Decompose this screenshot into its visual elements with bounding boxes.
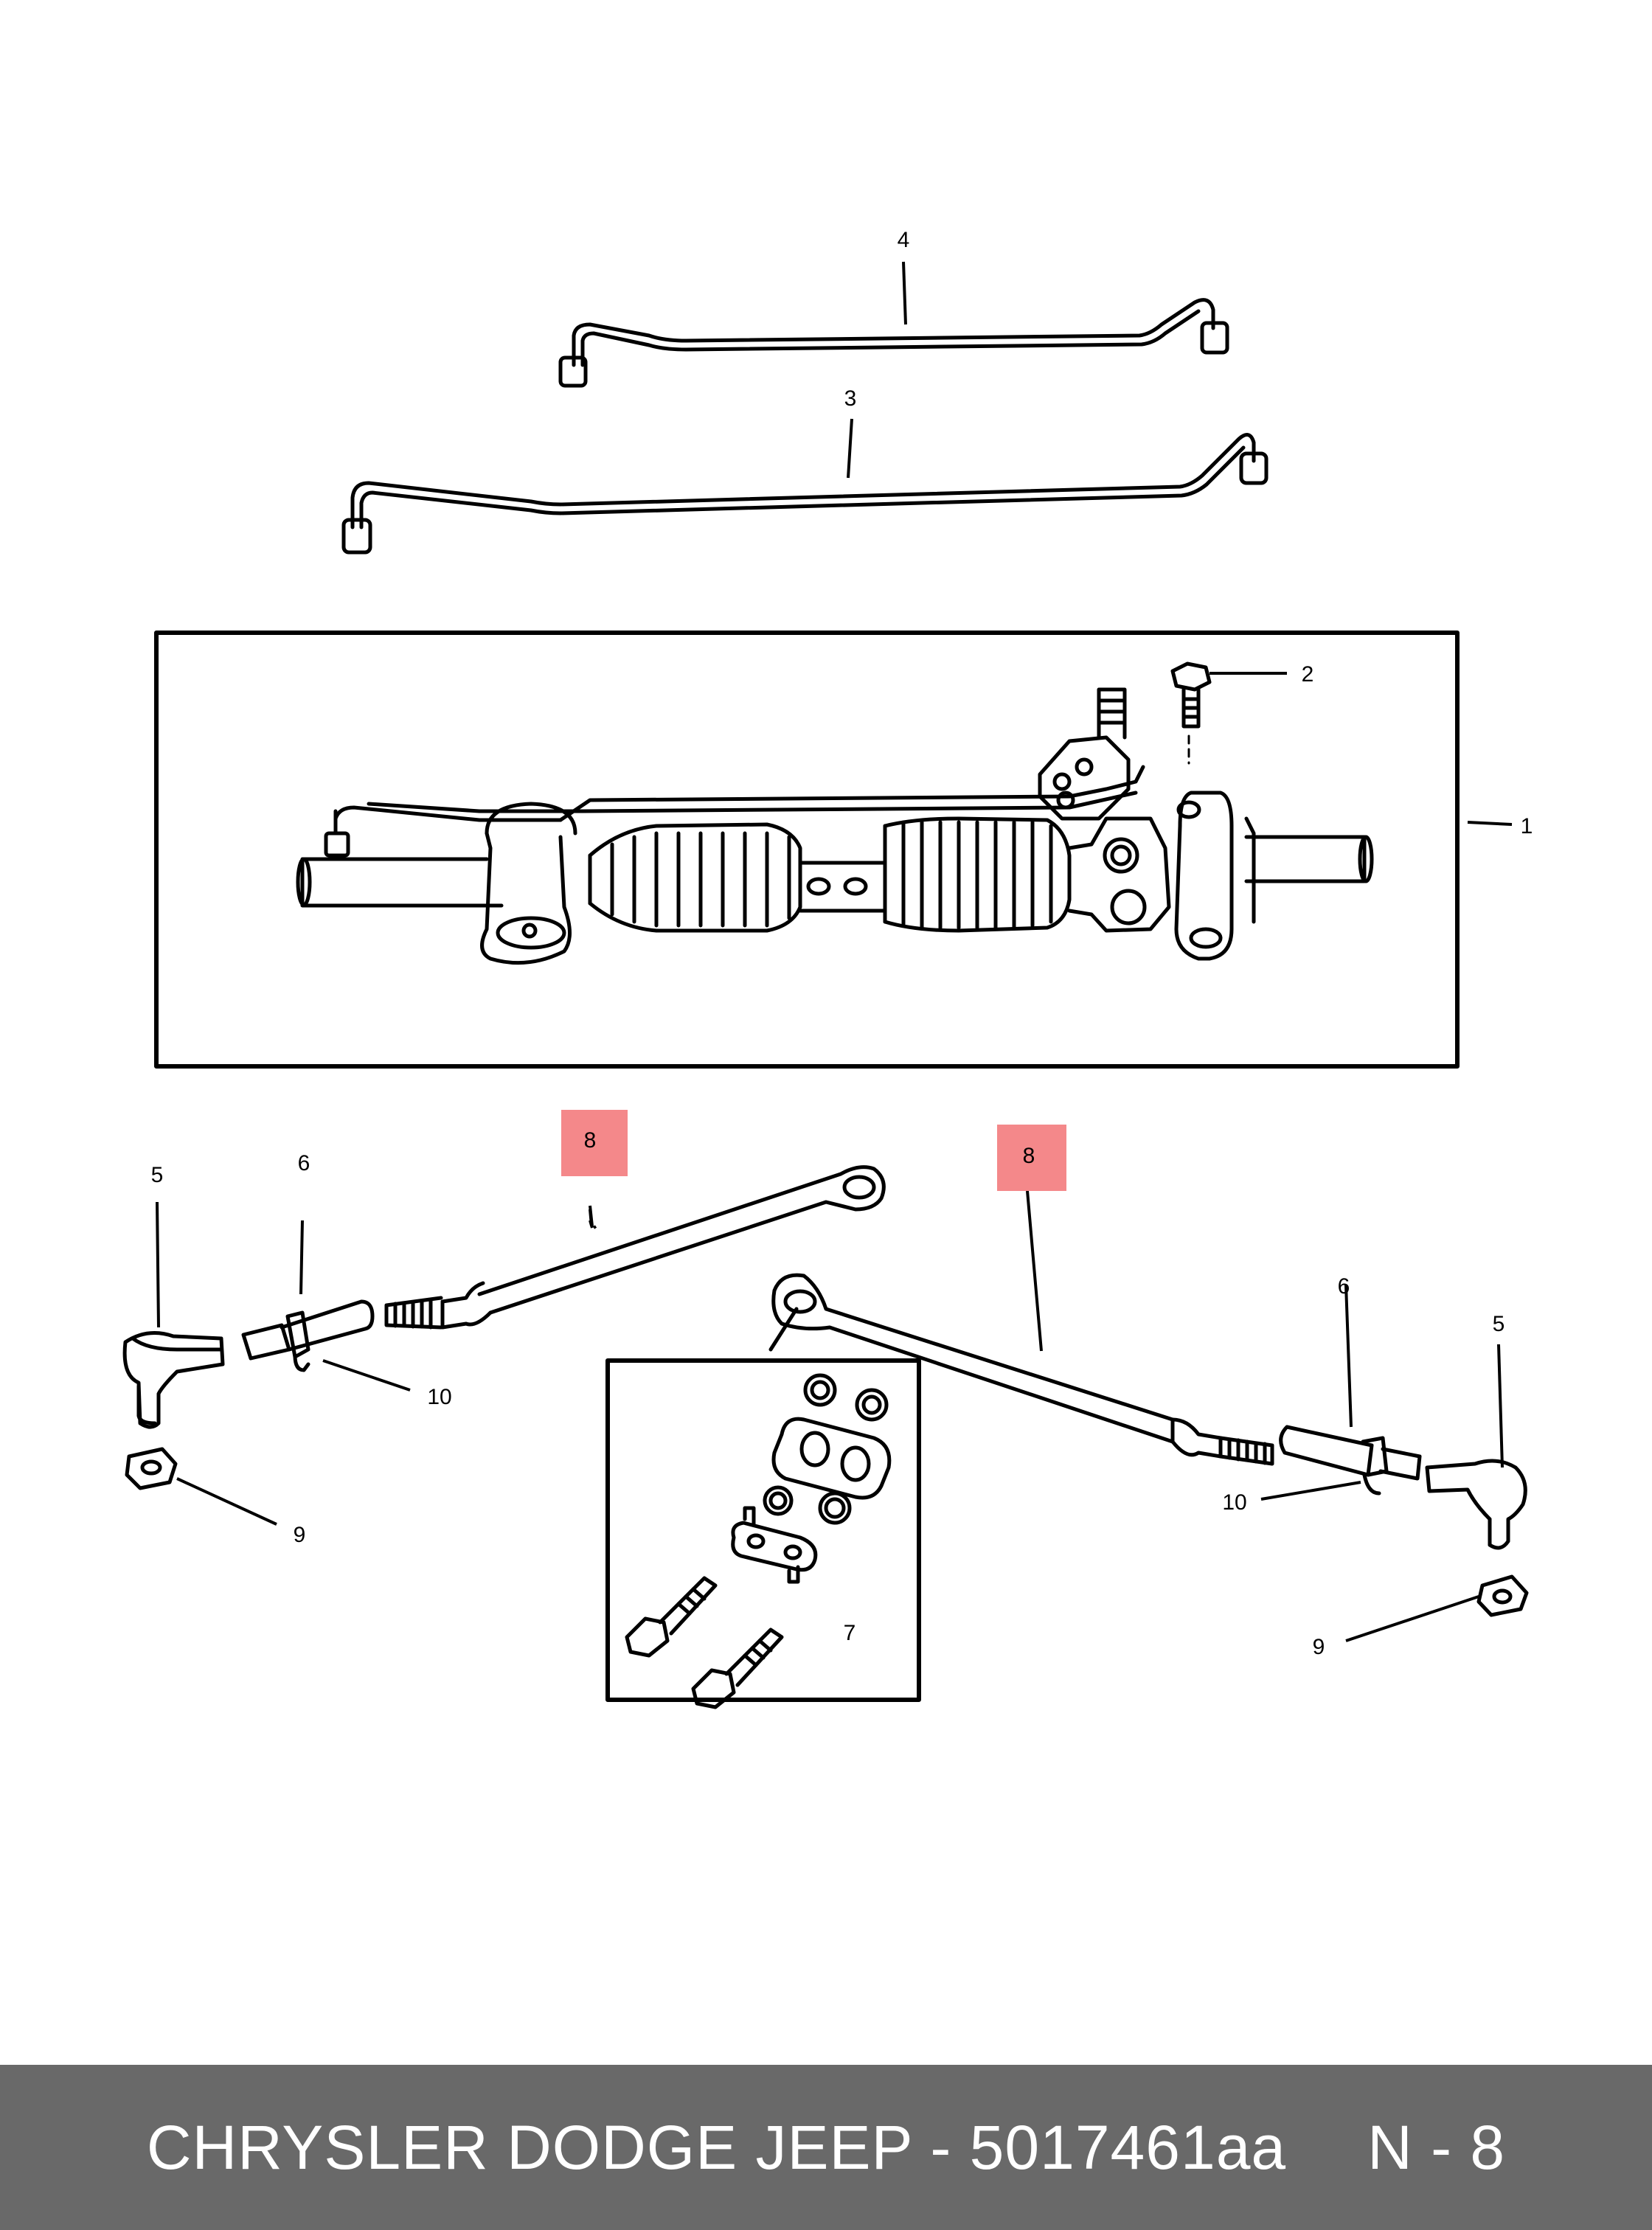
adjusting-sleeve-left <box>241 1299 375 1372</box>
pressure-line-upper <box>558 298 1229 388</box>
footer-part-text: CHRYSLER DODGE JEEP - 5017461aa <box>146 2112 1287 2182</box>
callout-10-left: 10 <box>427 1385 451 1409</box>
nut-right <box>1476 1574 1529 1617</box>
callout-1: 1 <box>1521 814 1533 838</box>
tie-rod-left <box>384 1165 886 1330</box>
callout-7: 7 <box>844 1621 856 1645</box>
callout-4: 4 <box>898 228 910 252</box>
steering-gear <box>296 687 1374 965</box>
highlight-box-left <box>561 1110 628 1176</box>
callout-6-left: 6 <box>298 1151 310 1175</box>
parts-diagram: 4 3 2 1 5 6 8 8 10 9 6 5 10 7 9 <box>122 228 1533 1709</box>
nut-left <box>125 1447 178 1490</box>
steering-gear-frame <box>154 631 1460 1069</box>
pressure-line-lower <box>341 433 1268 555</box>
callout-10-right: 10 <box>1222 1490 1246 1515</box>
callout-5-right: 5 <box>1493 1312 1505 1336</box>
mounting-bolt <box>1170 661 1212 765</box>
callout-5-left: 5 <box>151 1163 164 1187</box>
callout-6-right: 6 <box>1338 1274 1350 1299</box>
tie-rod-end-right <box>1425 1459 1527 1550</box>
tie-rod-end-left <box>122 1331 225 1429</box>
hardware-kit <box>605 1307 921 1709</box>
tie-rod-right <box>771 1273 1274 1466</box>
callout-8-left: 8 <box>584 1128 597 1153</box>
callout-9-right: 9 <box>1313 1635 1325 1659</box>
callout-3: 3 <box>844 386 857 411</box>
highlight-box-right <box>997 1125 1066 1191</box>
footer-bar: CHRYSLER DODGE JEEP - 5017461aa N - 8 <box>0 2065 1652 2230</box>
footer-page-ref: N - 8 <box>1367 2112 1506 2182</box>
callout-8-right: 8 <box>1023 1144 1035 1168</box>
callout-2: 2 <box>1302 662 1314 687</box>
adjusting-sleeve-right <box>1279 1425 1422 1496</box>
leader-lines <box>156 261 1513 1642</box>
callout-9-left: 9 <box>294 1523 306 1547</box>
